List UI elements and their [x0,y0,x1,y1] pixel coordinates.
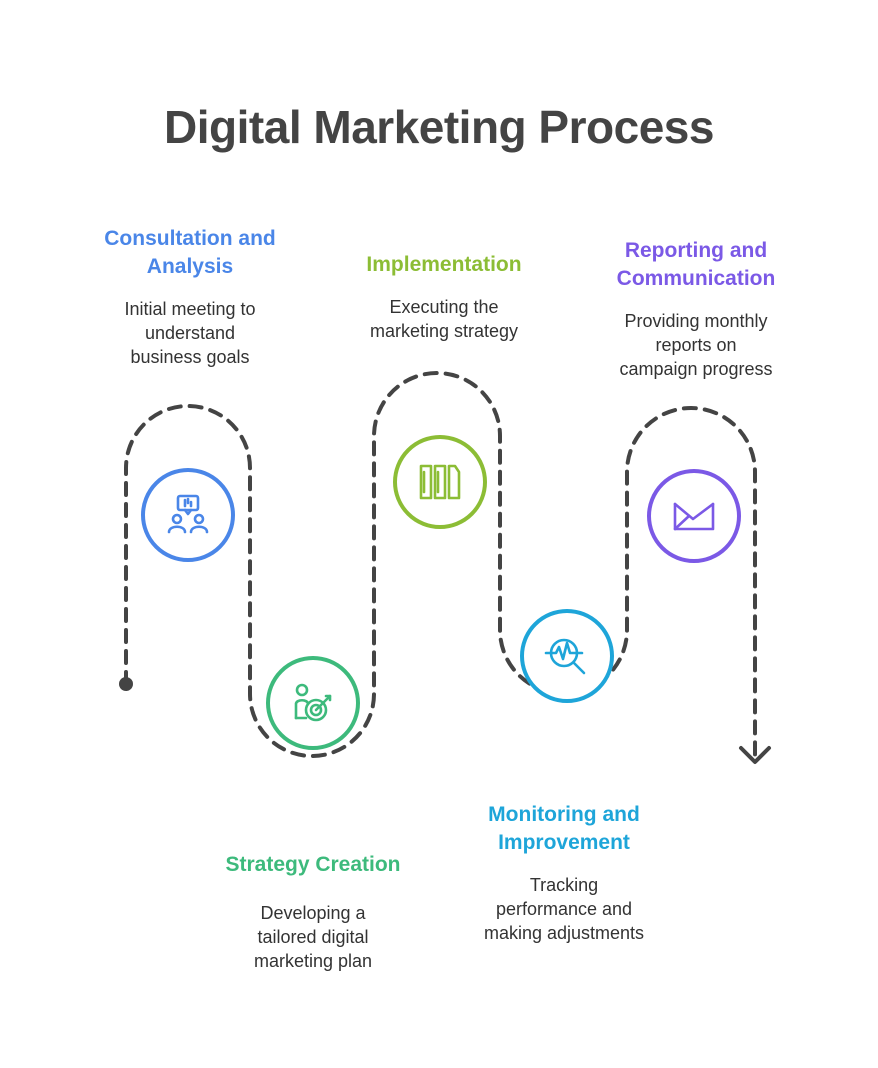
step-strategy-circle [266,656,360,750]
step-consultation-analysis: Consultation and Analysis Initial meetin… [60,225,320,369]
step-implementation-circle [393,435,487,529]
step-implementation: Implementation Executing the marketing s… [314,251,574,343]
step-reporting-circle [647,469,741,563]
step-label: Implementation [366,253,522,276]
step-reporting-communication: Reporting and Communication Providing mo… [566,237,826,381]
step-label: Strategy Creation [225,853,401,876]
diagram-title: Digital Marketing Process [164,101,714,153]
pulse-magnifier-icon [544,638,586,675]
step-description: Executing the marketing strategy [369,297,519,341]
step-strategy-creation: Strategy Creation Developing a tailored … [191,851,435,973]
step-consultation-circle [141,468,235,562]
step-description: Tracking performance and making adjustme… [483,875,645,943]
path-start-dot [119,677,133,691]
step-label: Monitoring and Improvement [488,803,640,854]
step-description: Developing a tailored digital marketing … [253,903,373,971]
step-monitoring-circle [520,609,614,703]
step-monitoring-improvement: Monitoring and Improvement Tracking perf… [434,801,694,945]
mail-icon [673,502,715,531]
meeting-icon [167,494,209,534]
step-label: Consultation and Analysis [104,227,276,278]
step-description: Initial meeting to understand business g… [124,299,256,367]
step-description: Providing monthly reports on campaign pr… [619,311,773,379]
target-person-icon [294,683,332,722]
path-end-arrow-icon [739,746,771,764]
step-label: Reporting and Communication [616,239,776,290]
columns-icon [419,464,461,500]
